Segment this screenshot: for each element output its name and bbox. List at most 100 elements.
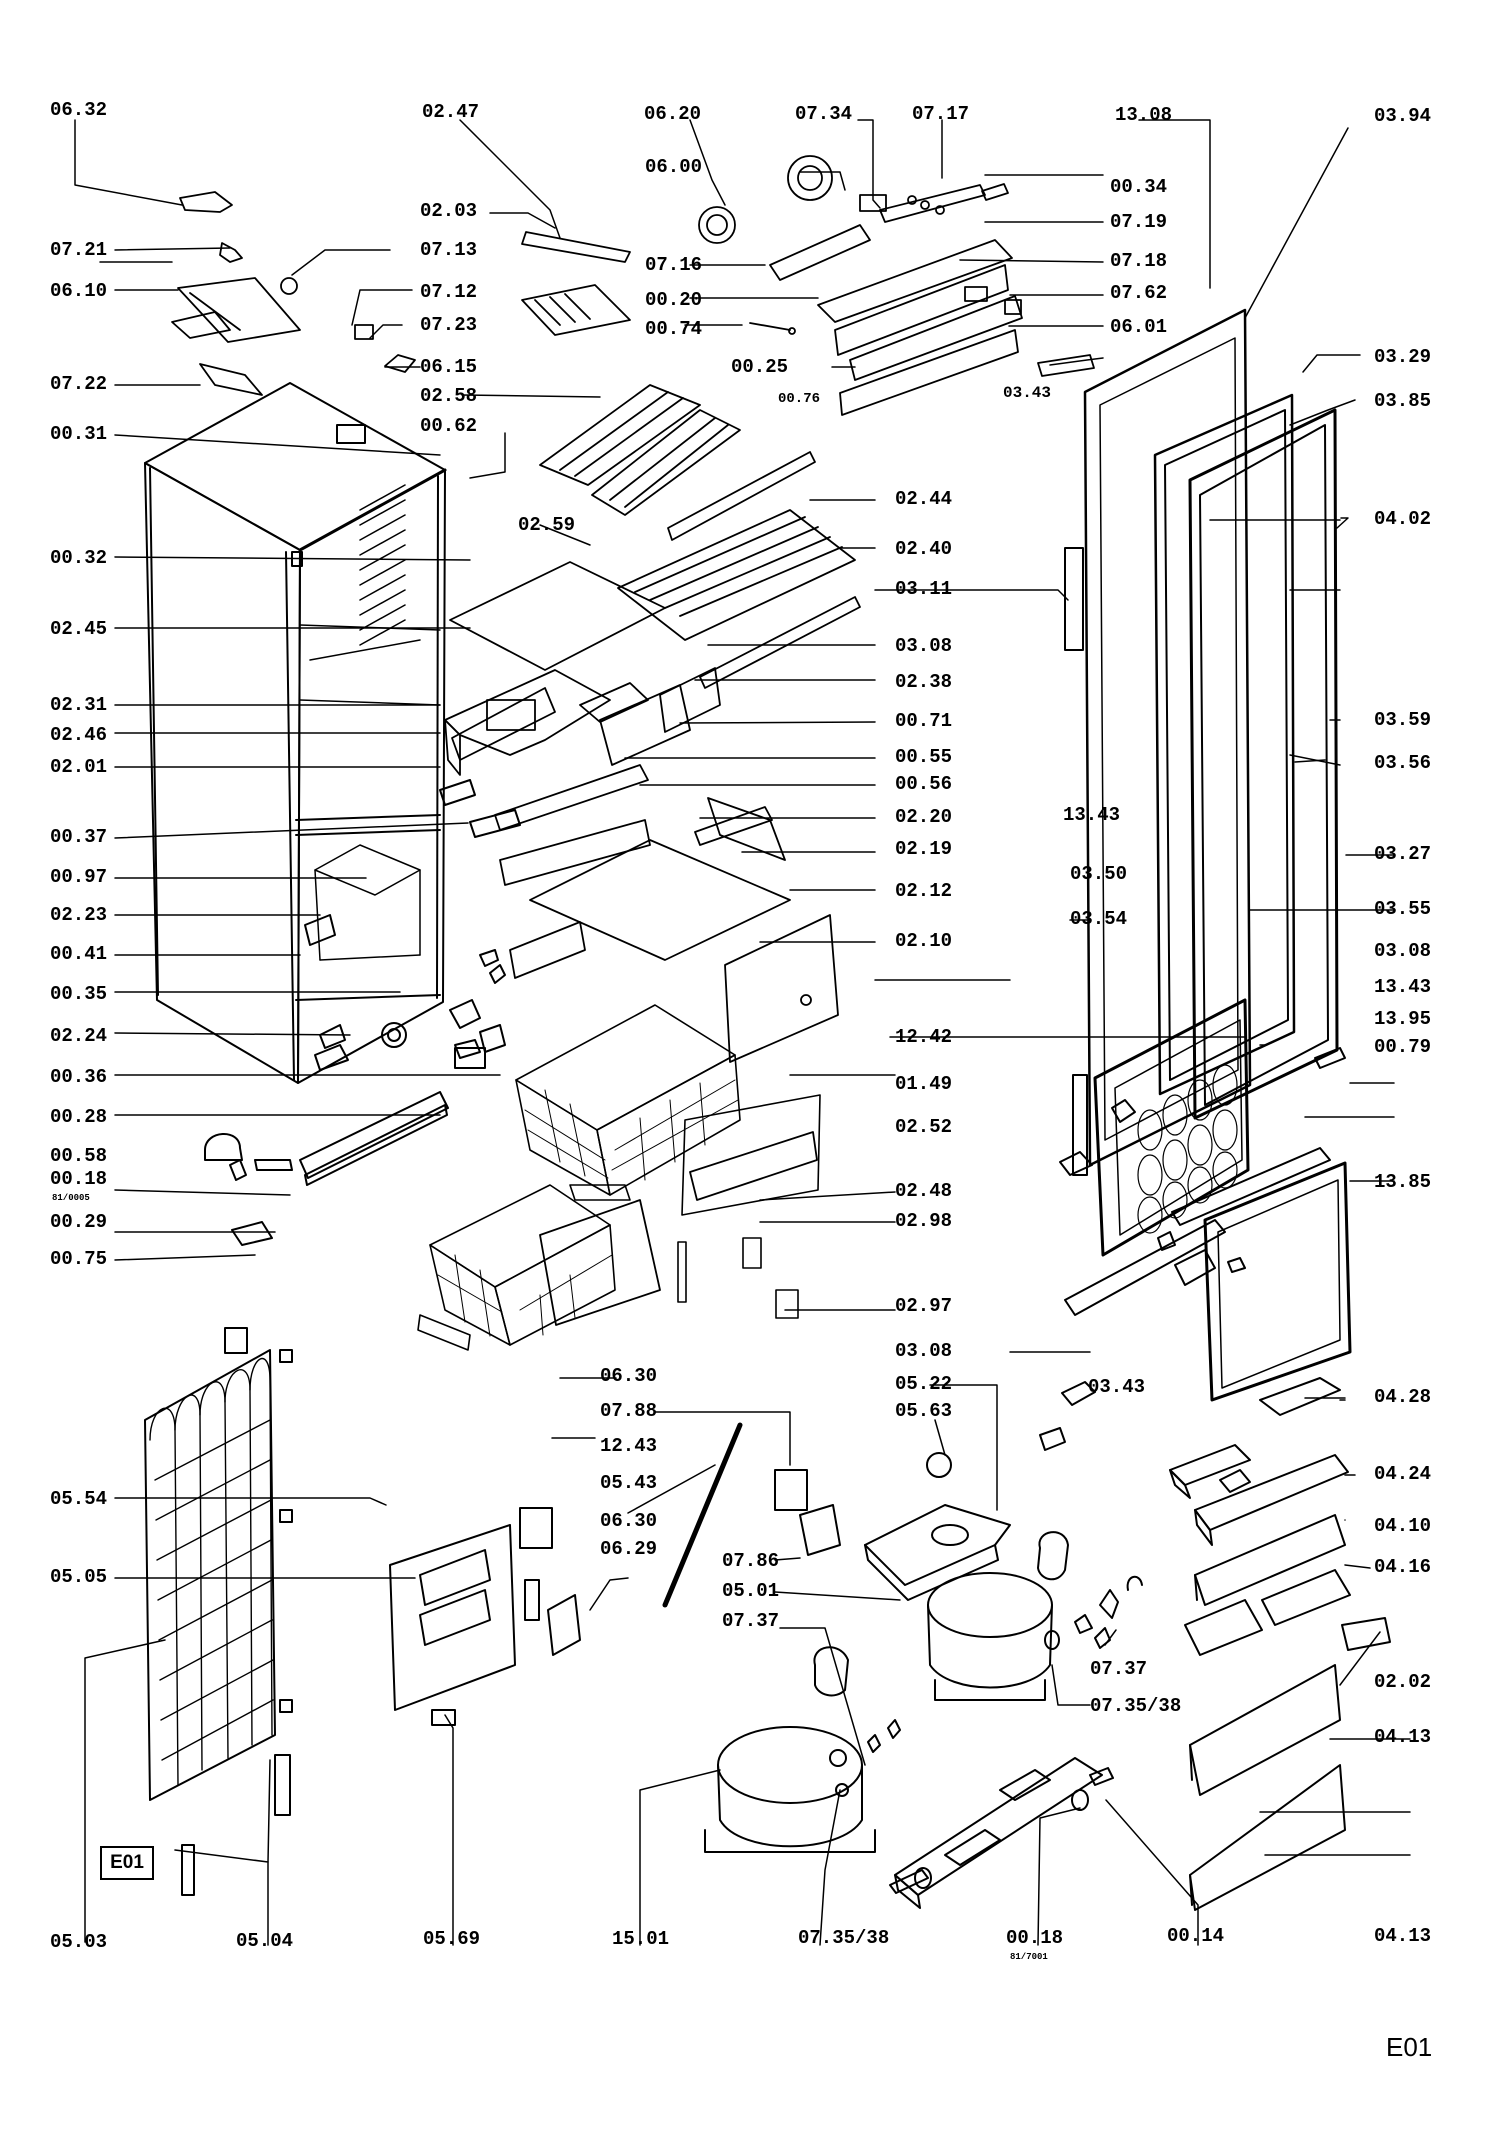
- part-label-02-44: 02.44: [895, 488, 953, 510]
- part-label-02-52: 02.52: [895, 1116, 953, 1138]
- part-label-03-59: 03.59: [1374, 709, 1432, 731]
- part-label-07-37-b: 07.37: [1090, 1658, 1148, 1680]
- part-label-03-55: 03.55: [1374, 898, 1432, 920]
- part-label-05-05: 05.05: [50, 1566, 108, 1588]
- part-label-02-59: 02.59: [518, 514, 576, 536]
- condenser-coil: [144, 1327, 293, 1896]
- part-label-00-35: 00.35: [50, 983, 108, 1005]
- part-label-02-38: 02.38: [895, 671, 953, 693]
- part-label-00-56: 00.56: [895, 773, 953, 795]
- part-label-03-43: 03.43: [1003, 384, 1052, 402]
- shelves-and-crispers: [444, 384, 861, 1326]
- part-label-00-76: 00.76: [778, 391, 821, 407]
- part-label-07-21: 07.21: [50, 239, 108, 261]
- part-label-02-23: 02.23: [50, 904, 108, 926]
- part-label-13-85: 13.85: [1374, 1171, 1432, 1193]
- part-label-15-01: 15.01: [612, 1928, 670, 1950]
- part-label-00-29: 00.29: [50, 1211, 108, 1233]
- part-label-02-31: 02.31: [50, 694, 108, 716]
- part-label-03-08-c: 03.08: [895, 1340, 953, 1362]
- leader-lines: [74, 119, 1411, 1946]
- part-label-03-50: 03.50: [1070, 863, 1128, 885]
- part-label-07-88: 07.88: [600, 1400, 658, 1422]
- part-label-05-63: 05.63: [895, 1400, 953, 1422]
- evaporator-plate: [389, 1422, 841, 1726]
- part-label-00-28: 00.28: [50, 1106, 108, 1128]
- part-label-05-43: 05.43: [600, 1472, 658, 1494]
- part-label-07-12: 07.12: [420, 281, 478, 303]
- part-label-00-75: 00.75: [50, 1248, 108, 1270]
- part-label-04-10: 04.10: [1374, 1515, 1432, 1537]
- part-label-00-18-a: 00.18: [50, 1168, 108, 1190]
- part-label-00-14: 00.14: [1167, 1925, 1225, 1947]
- part-label-00-25: 00.25: [731, 356, 789, 378]
- part-label-06-10: 06.10: [50, 280, 108, 302]
- part-label-00-58: 00.58: [50, 1145, 108, 1167]
- part-label-07-16: 07.16: [645, 254, 703, 276]
- part-label-04-16: 04.16: [1374, 1556, 1432, 1578]
- part-label-13-43-a: 13.43: [1063, 804, 1121, 826]
- part-label-07-35-38-b: 07.35/38: [798, 1927, 890, 1949]
- part-label-12-43: 12.43: [600, 1435, 658, 1457]
- part-label-00-34: 00.34: [1110, 176, 1168, 198]
- part-label-00-41: 00.41: [50, 943, 108, 965]
- part-label-00-97: 00.97: [50, 866, 108, 888]
- part-sublabel-left: 81/0005: [52, 1193, 90, 1203]
- part-label-13-43-b: 13.43: [1374, 976, 1432, 998]
- part-label-02-58: 02.58: [420, 385, 478, 407]
- part-label-02-01: 02.01: [50, 756, 108, 778]
- part-label-06-30-b: 06.30: [600, 1510, 658, 1532]
- part-sublabel-bottom: 81/7001: [1010, 1952, 1048, 1962]
- part-label-02-97: 02.97: [895, 1295, 953, 1317]
- part-label-13-95: 13.95: [1374, 1008, 1432, 1030]
- bottom-left-parts: [204, 779, 521, 1246]
- door-shelves: [1169, 1377, 1391, 1911]
- part-label-07-17: 07.17: [912, 103, 970, 125]
- part-label-04-24: 04.24: [1374, 1463, 1432, 1485]
- part-label-00-62: 00.62: [420, 415, 478, 437]
- part-label-03-08-b: 03.08: [1374, 940, 1432, 962]
- freezer-baskets: [417, 1004, 821, 1351]
- part-label-07-18: 07.18: [1110, 250, 1168, 272]
- part-label-07-22: 07.22: [50, 373, 108, 395]
- part-label-06-20: 06.20: [644, 103, 702, 125]
- part-label-02-19: 02.19: [895, 838, 953, 860]
- cabinet-body: [144, 382, 447, 1084]
- part-label-00-32: 00.32: [50, 547, 108, 569]
- part-label-00-31: 00.31: [50, 423, 108, 445]
- part-label-04-28: 04.28: [1374, 1386, 1432, 1408]
- part-label-03-85: 03.85: [1374, 390, 1432, 412]
- part-label-05-22: 05.22: [895, 1373, 953, 1395]
- compressors: [704, 1427, 1143, 1909]
- part-label-02-20: 02.20: [895, 806, 953, 828]
- part-label-03-29: 03.29: [1374, 346, 1432, 368]
- part-label-07-19: 07.19: [1110, 211, 1168, 233]
- part-label-00-71: 00.71: [895, 710, 953, 732]
- part-label-02-47: 02.47: [422, 101, 480, 123]
- part-label-07-62: 07.62: [1110, 282, 1168, 304]
- part-label-05-69: 05.69: [423, 1928, 481, 1950]
- part-label-04-13-b: 04.13: [1374, 1925, 1432, 1947]
- part-label-12-42: 12.42: [895, 1026, 953, 1048]
- part-label-00-20: 00.20: [645, 289, 703, 311]
- part-label-03-56: 03.56: [1374, 752, 1432, 774]
- part-label-02-02: 02.02: [1374, 1671, 1432, 1693]
- part-label-06-30-a: 06.30: [600, 1365, 658, 1387]
- part-label-00-37: 00.37: [50, 826, 108, 848]
- part-label-00-36: 00.36: [50, 1066, 108, 1088]
- part-label-05-03: 05.03: [50, 1931, 108, 1953]
- part-label-07-13: 07.13: [420, 239, 478, 261]
- part-label-02-98: 02.98: [895, 1210, 953, 1232]
- fridge-door: [1059, 308, 1346, 1493]
- part-label-05-54: 05.54: [50, 1488, 108, 1510]
- part-label-02-48: 02.48: [895, 1180, 953, 1202]
- top-control-parts: [171, 155, 1095, 416]
- part-label-07-34: 07.34: [795, 103, 853, 125]
- part-label-02-46: 02.46: [50, 724, 108, 746]
- part-label-00-55: 00.55: [895, 746, 953, 768]
- part-label-03-54: 03.54: [1070, 908, 1128, 930]
- part-label-03-08-a: 03.08: [895, 635, 953, 657]
- part-label-01-49: 01.49: [895, 1073, 953, 1095]
- part-label-00-79: 00.79: [1374, 1036, 1432, 1058]
